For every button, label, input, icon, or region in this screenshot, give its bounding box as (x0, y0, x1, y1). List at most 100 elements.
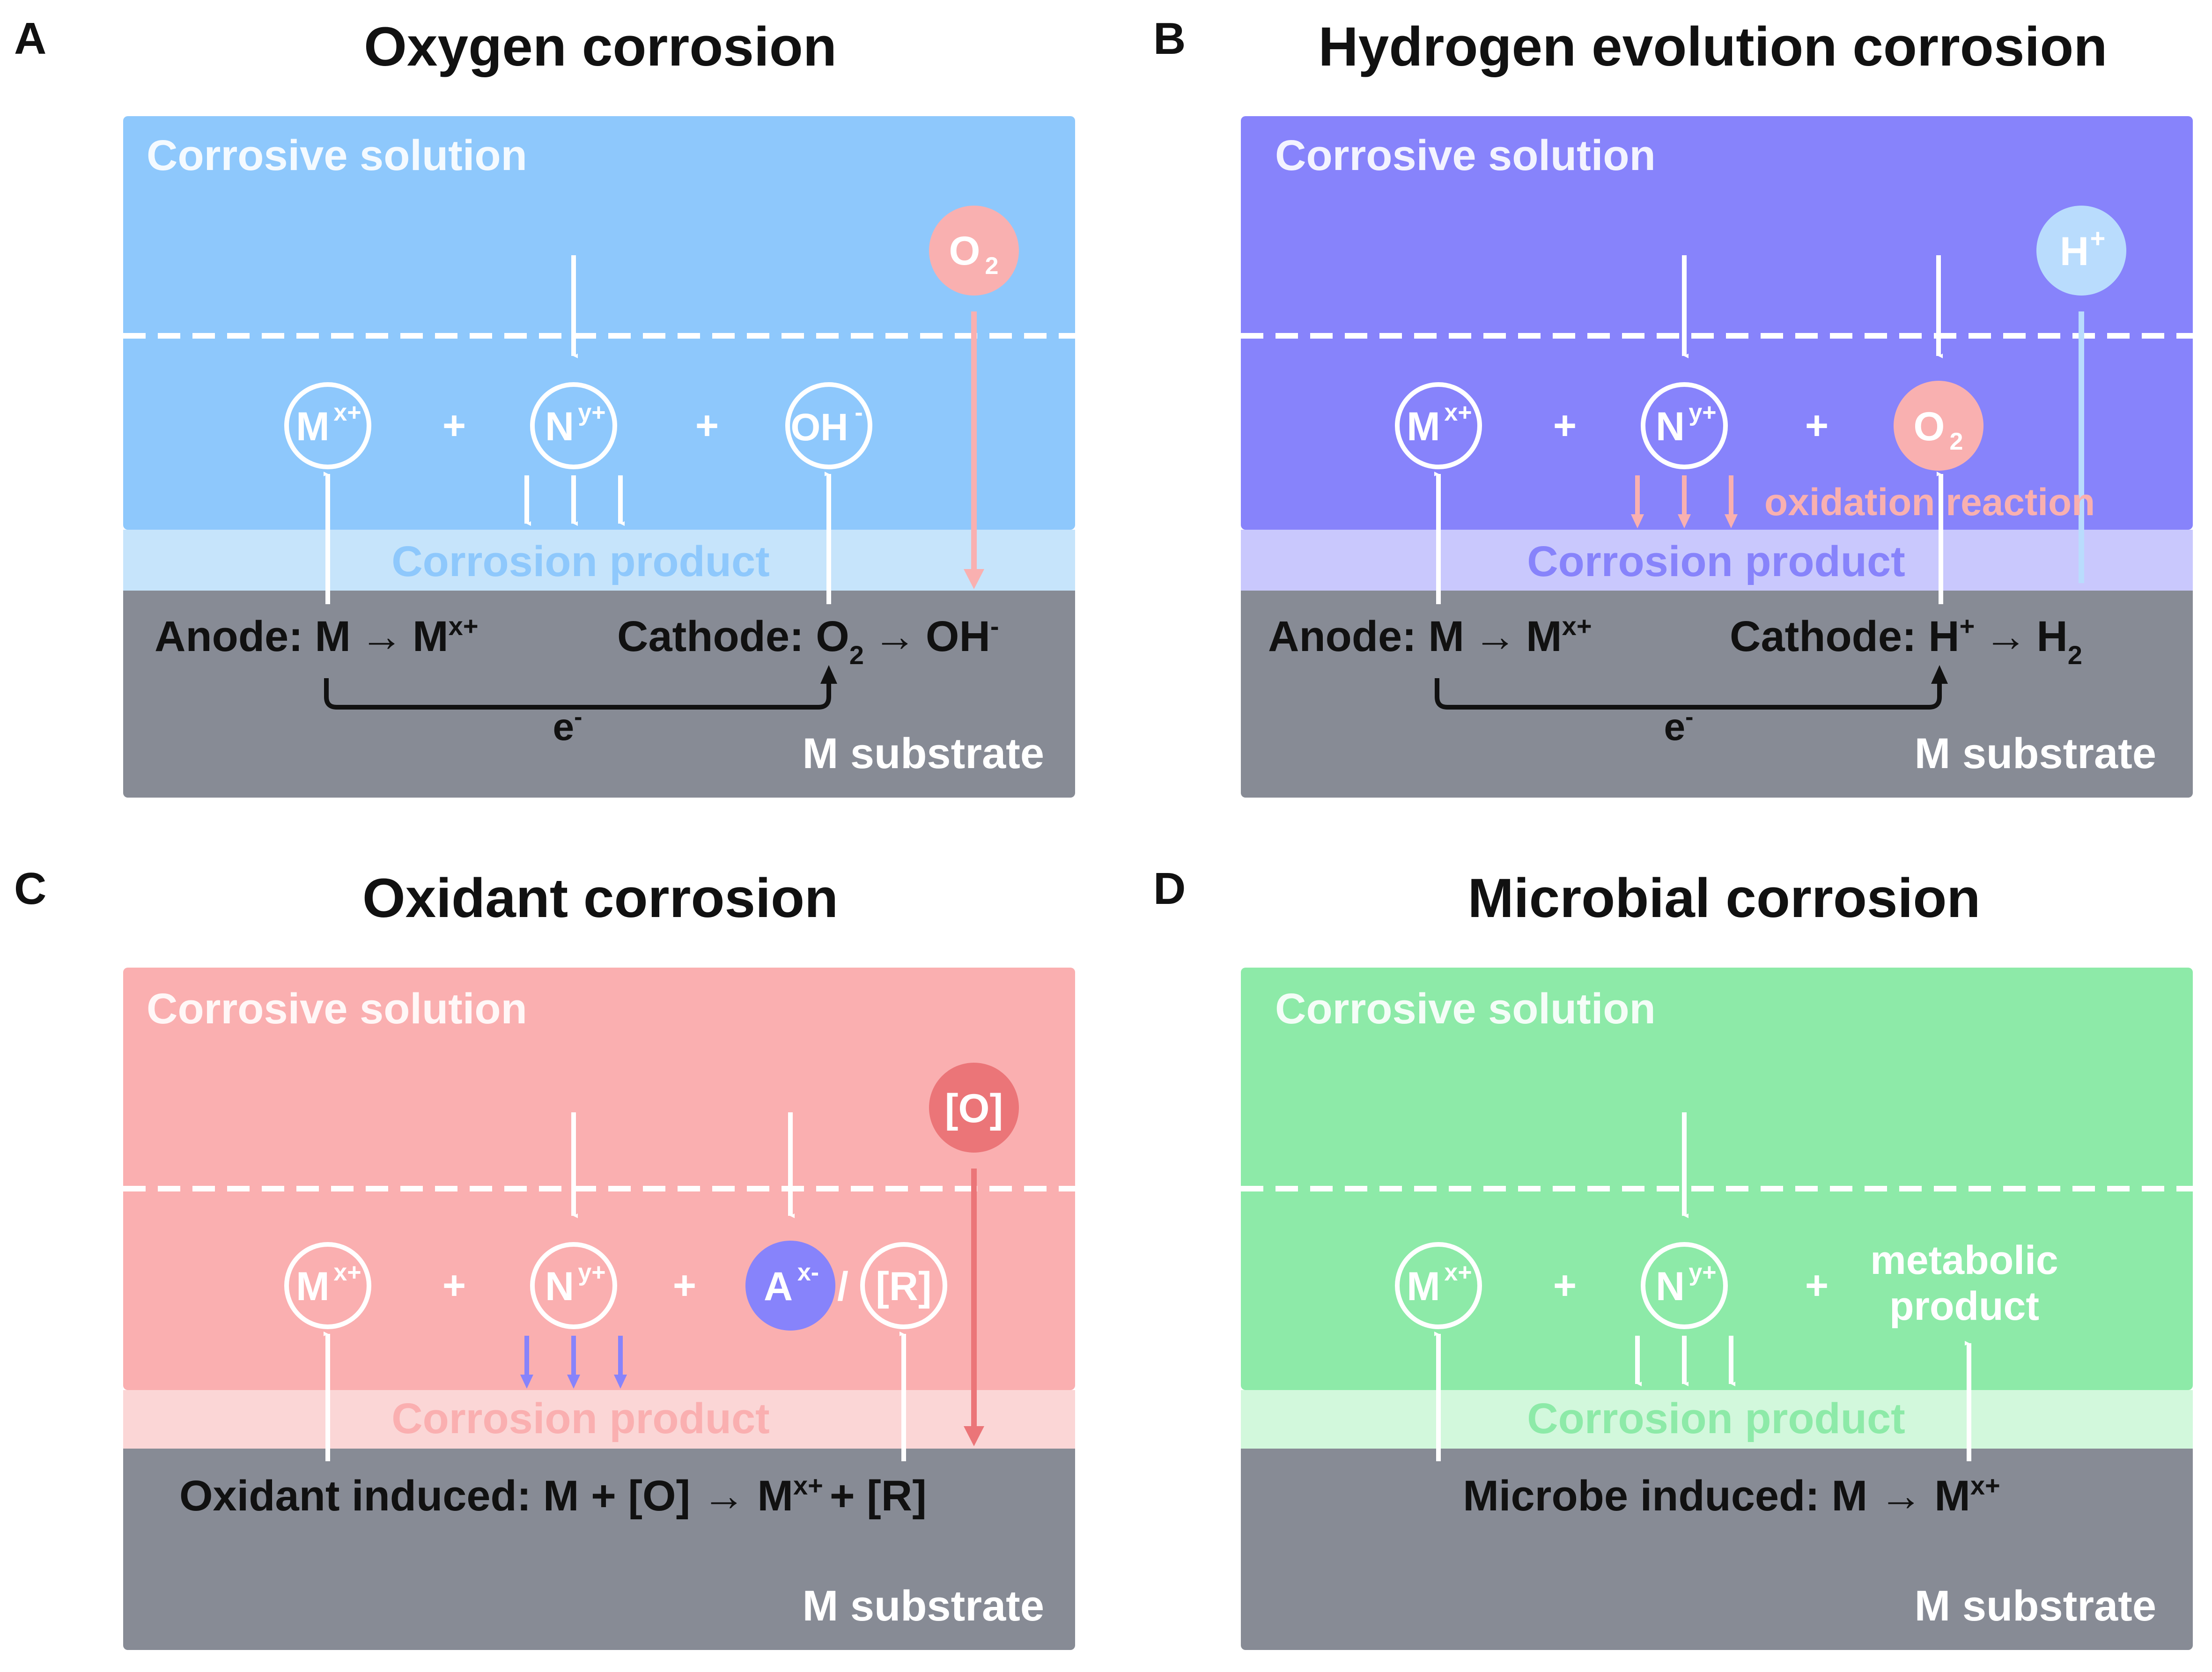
panel-d-substrate (1241, 1449, 2193, 1650)
panel-a-reactant-base: O (949, 229, 981, 274)
panel-b-ion-o2-base: O (1914, 404, 1945, 449)
panel-a-ion-m-base: M (296, 404, 330, 449)
panel-c-oxidant-arrow-heads (520, 1375, 627, 1389)
panel-a-ion-n-sup: y+ (578, 399, 605, 426)
panel-d-solution-label: Corrosive solution (1275, 985, 1656, 1033)
panel-a-letter: A (14, 14, 46, 64)
panel-c-ion-a-base: A (764, 1264, 793, 1309)
panel-b-reactant-sup: + (2090, 223, 2106, 253)
panel-b-ion-m-base: M (1407, 404, 1440, 449)
panel-d-ion-n: N y+ (1641, 1242, 1728, 1329)
panel-d-ion-m-base: M (1407, 1264, 1440, 1309)
panel-c-flow-arrows (324, 1112, 906, 1461)
panel-d-metabolic-line2: product (1889, 1284, 2039, 1329)
panel-c-corrosion-product-layer (123, 1390, 1075, 1449)
panel-d-ion-n-sup: y+ (1688, 1259, 1716, 1286)
panel-b-plus-1: + (1553, 403, 1577, 448)
panel-a-ion-oh-sup: - (855, 399, 863, 426)
panel-a-title: Oxygen corrosion (364, 16, 837, 78)
panel-a-plus-2: + (695, 403, 719, 448)
panel-a-substrate-label: M substrate (803, 730, 1044, 777)
panel-d-metabolic-line1: metabolic (1870, 1238, 2058, 1283)
panel-b-ion-o2-sub: 2 (1950, 428, 1963, 455)
panel-c-ion-n: N y+ (530, 1242, 617, 1329)
panel-b-substrate-top (1241, 591, 2193, 600)
panel-c-ion-m: M x+ (284, 1242, 371, 1329)
panel-c-title: Oxidant corrosion (362, 867, 838, 929)
panel-b-product-label: Corrosion product (1527, 538, 1905, 585)
panel-c-slash: / (837, 1264, 848, 1309)
panel-c-ion-r-base: [R] (876, 1264, 931, 1309)
panel-a-solution-label: Corrosive solution (147, 132, 527, 179)
panel-d-product-label: Corrosion product (1527, 1395, 1905, 1443)
panel-d: D Microbial corrosion Corrosive solution… (1153, 864, 2193, 1650)
panel-b-oxidation-arrows (1635, 475, 1733, 518)
panel-c-solution (123, 968, 1075, 1390)
panel-a-ion-m: M x+ (284, 382, 371, 469)
panel-a: A Oxygen corrosion Corrosive solution Co… (14, 14, 1075, 798)
panel-d-ion-m: M x+ (1395, 1242, 1482, 1329)
panel-d-reaction-equation: Microbe induced: M → Mx+ (1463, 1471, 2000, 1520)
panel-a-cathode-equation: Cathode: O2→OH- (617, 611, 999, 670)
panel-c-ion-n-sup: y+ (578, 1259, 605, 1286)
panel-b-ion-m: M x+ (1395, 382, 1482, 469)
panel-b-electron-path (1435, 678, 1942, 710)
panel-a-electron-label: e- (553, 703, 582, 748)
panel-a-solution (123, 116, 1075, 530)
panel-a-ion-oh: OH - (785, 382, 872, 469)
panel-c-ion-n-base: N (545, 1264, 574, 1309)
panel-b-reactant-h: H + (2036, 206, 2126, 296)
panel-a-electron-path (324, 678, 831, 710)
panel-d-plus-1: + (1553, 1263, 1577, 1308)
panel-c-ion-a: A x- (745, 1241, 835, 1331)
panel-b-ion-m-sup: x+ (1444, 399, 1472, 426)
panel-a-substrate (123, 591, 1075, 798)
panel-c-solution-label: Corrosive solution (147, 985, 527, 1033)
panel-b-corrosion-product-layer (1241, 530, 2193, 591)
panel-a-corrosion-product-layer (123, 530, 1075, 591)
panel-b-substrate (1241, 591, 2193, 798)
panel-b-substrate-label: M substrate (1915, 730, 2156, 777)
panel-b-ion-n: N y+ (1641, 382, 1728, 469)
panel-d-letter: D (1153, 864, 1186, 914)
panel-b-electron-arrow-head (1931, 665, 1948, 684)
panel-b-ion-n-sup: y+ (1688, 399, 1716, 426)
panel-c-ion-m-sup: x+ (333, 1259, 361, 1286)
panel-a-ion-n: N y+ (530, 382, 617, 469)
panel-b-letter: B (1153, 14, 1186, 64)
panel-c-plus-2: + (673, 1263, 696, 1308)
panel-d-substrate-top (1241, 1449, 2193, 1458)
panel-b-plus-2: + (1805, 403, 1829, 448)
panel-b-anode-equation: Anode: M→Mx+ (1268, 611, 1592, 660)
panel-c-ion-a-sup: x- (797, 1259, 819, 1286)
panel-a-anode-equation: Anode: M→Mx+ (155, 611, 479, 660)
panel-d-substrate-label: M substrate (1915, 1582, 2156, 1630)
panel-c-reactant-base: [O] (945, 1086, 1003, 1131)
panel-b-oxidation-label: oxidation reaction (1764, 481, 2095, 524)
panel-c-substrate-top (123, 1449, 1075, 1458)
panel-d-plus-2: + (1805, 1263, 1829, 1308)
panel-b-oxidation-arrow-heads (1631, 514, 1738, 528)
panel-a-reactant-o2: O 2 (929, 206, 1019, 296)
panel-a-ion-oh-base: OH (791, 406, 848, 449)
panel-d-flow-arrows (1434, 1112, 1971, 1461)
panel-c-letter: C (14, 864, 46, 914)
panel-b-ion-o2: O 2 (1894, 381, 1983, 471)
panel-b-reactant-base: H (2060, 229, 2089, 274)
panel-d-ion-m-sup: x+ (1444, 1259, 1472, 1286)
panel-a-reactant-sub: 2 (985, 252, 999, 280)
panel-c-product-label: Corrosion product (391, 1395, 770, 1443)
panel-a-product-label: Corrosion product (391, 538, 770, 585)
panel-c-reactant-o: [O] (929, 1063, 1019, 1153)
panel-a-o2-arrow-head (964, 569, 984, 589)
panel-d-corrosion-product-layer (1241, 1390, 2193, 1449)
panel-c-oxidant-arrows (524, 1336, 623, 1377)
panel-a-flow-arrows (324, 255, 831, 604)
panel-a-electron-arrow-head (820, 665, 837, 684)
panel-b-electron-label: e- (1664, 703, 1694, 748)
panel-c-substrate-label: M substrate (803, 1582, 1044, 1630)
panel-b-flow-arrows (1434, 255, 1943, 604)
panel-c-ion-r: [R] (860, 1242, 947, 1329)
